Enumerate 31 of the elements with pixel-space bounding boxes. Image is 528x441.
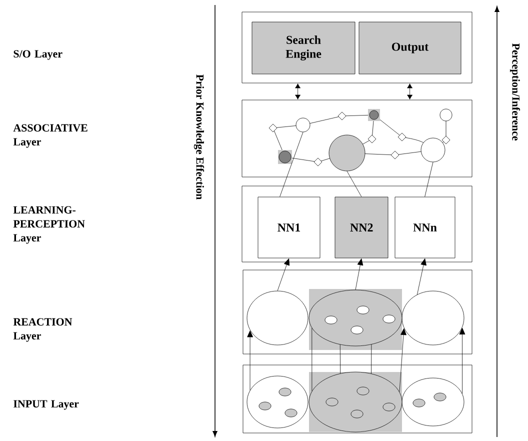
cluster-ellipse	[246, 290, 308, 346]
arrow	[399, 328, 406, 392]
layer-label: S/O Layer	[14, 50, 62, 60]
arrow	[277, 258, 290, 291]
cluster-ellipse	[246, 376, 308, 428]
layer-box	[242, 100, 472, 178]
cluster-ellipse	[308, 372, 402, 432]
arrow	[355, 258, 364, 290]
arrow	[407, 84, 413, 100]
layer-label: LEARNING- PERCEPTION Layer	[13, 206, 85, 244]
layer-label: INPUT Layer	[14, 400, 79, 410]
process-box: NNn	[394, 196, 456, 258]
layer-box	[242, 270, 472, 354]
side-label: Perception/Inference	[510, 43, 520, 140]
layer-box	[242, 364, 472, 434]
network-circle	[420, 138, 446, 162]
cluster-ellipse	[402, 378, 464, 426]
layer-box	[242, 12, 472, 84]
process-box: NN1	[258, 196, 320, 258]
process-box: NN2	[334, 196, 388, 258]
arrow	[417, 258, 426, 295]
layer-label: REACTION Layer	[13, 318, 72, 342]
process-box: Search Engine	[252, 22, 356, 74]
network-circle	[296, 118, 310, 132]
arrow	[295, 84, 301, 100]
process-box: Output	[358, 22, 462, 74]
network-circle	[328, 134, 366, 172]
layer-box	[242, 186, 472, 262]
layer-label: ASSOCIATIVE Layer	[13, 124, 88, 148]
cluster-ellipse	[402, 290, 464, 346]
side-label: Prior Knowledge Effection	[194, 74, 204, 200]
